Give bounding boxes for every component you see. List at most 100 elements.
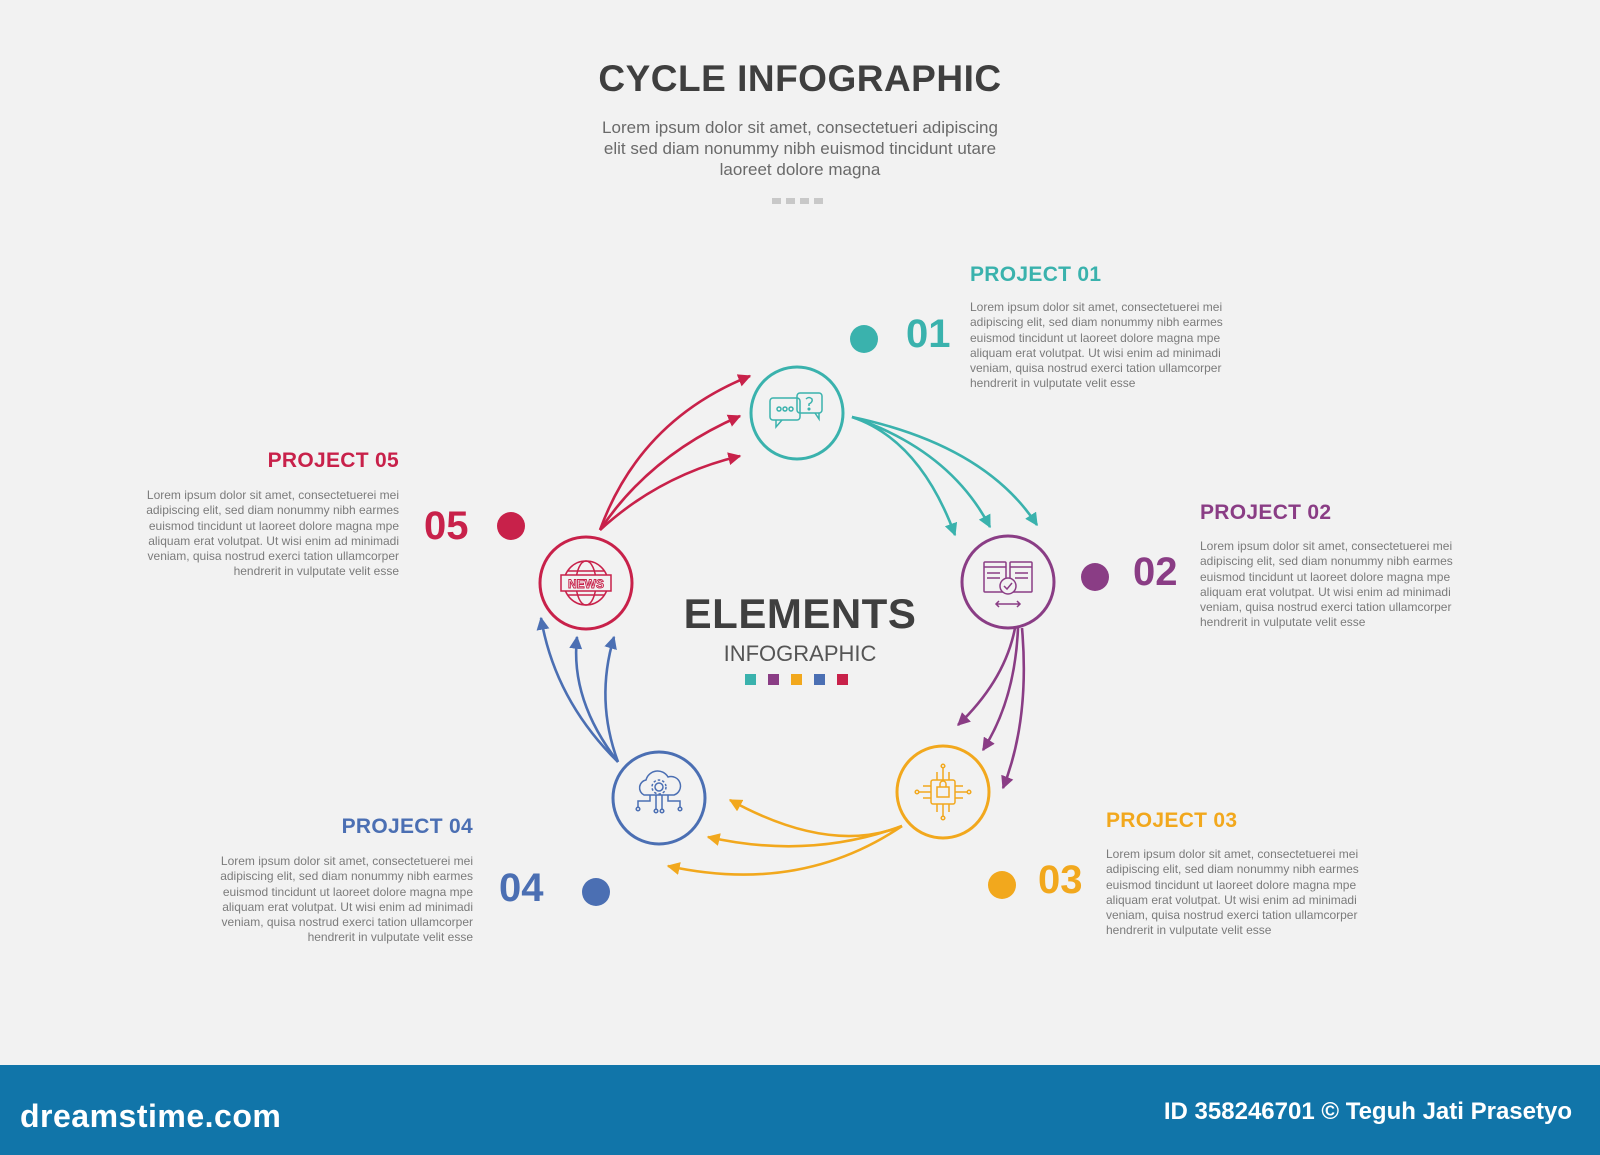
color-swatch-p3 <box>791 674 802 685</box>
arrow-4-to-5 <box>569 635 620 763</box>
cycle-node-3 <box>895 744 991 840</box>
color-swatch-p4 <box>814 674 825 685</box>
title-divider-dash <box>786 198 795 204</box>
desc-line: Lorem ipsum dolor sit amet, consectetuer… <box>1200 539 1453 553</box>
color-swatch-p2 <box>768 674 779 685</box>
color-swatch-p5 <box>837 674 848 685</box>
arrow-3-to-4 <box>706 824 903 848</box>
desc-line: aliquam erat volutpat. Ut wisi enim ad m… <box>970 345 1221 360</box>
arrow-4-to-5 <box>536 616 619 763</box>
desc-line: veniam, quisa nostrud exerci tation ulla… <box>147 549 399 564</box>
desc-line: veniam, quisa nostrud exerci tation ulla… <box>1106 908 1358 923</box>
arrow-5-to-1 <box>598 414 742 531</box>
arrow-5-to-1 <box>598 374 752 531</box>
number-dot-02 <box>1081 563 1109 591</box>
desc-line: euismod tincidunt ut laoreet dolore magn… <box>1106 877 1357 892</box>
number-dot-01 <box>850 325 878 353</box>
subtitle-line: laoreet dolore magna <box>719 160 881 179</box>
desc-line: adipiscing elit, sed diam nonummy nibh e… <box>970 315 1223 330</box>
arrow-1-to-2 <box>851 415 958 537</box>
cycle-node-5: NEWS <box>538 535 634 631</box>
color-swatch-p1 <box>745 674 756 685</box>
desc-line: Lorem ipsum dolor sit amet, consectetuer… <box>1106 847 1359 861</box>
page-subtitle: Lorem ipsum dolor sit amet, consectetuer… <box>580 117 1020 180</box>
desc-line: aliquam erat volutpat. Ut wisi enim ad m… <box>148 533 399 548</box>
desc-line: Lorem ipsum dolor sit amet, consectetuer… <box>220 854 473 868</box>
arrow-2-to-3 <box>981 627 1020 752</box>
step-number-03: 03 <box>1038 858 1083 902</box>
desc-line: euismod tincidunt ut laoreet dolore magn… <box>222 884 473 899</box>
desc-line: euismod tincidunt ut laoreet dolore magn… <box>970 330 1221 345</box>
desc-line: adipiscing elit, sed diam nonummy nibh e… <box>220 869 473 884</box>
globe-news-icon: NEWS <box>560 560 612 606</box>
desc-line: Lorem ipsum dolor sit amet, consectetuer… <box>970 300 1223 314</box>
number-dot-05 <box>497 512 525 540</box>
desc-line: veniam, quisa nostrud exerci tation ulla… <box>970 361 1222 376</box>
step-number-04: 04 <box>499 866 544 910</box>
desc-line: hendrerit in vulputate velit esse <box>307 930 473 945</box>
project-desc-03: Lorem ipsum dolor sit amet, consectetuer… <box>1106 847 1386 939</box>
desc-line: adipiscing elit, sed diam nonummy nibh e… <box>1200 554 1453 569</box>
project-desc-05: Lorem ipsum dolor sit amet, consectetuer… <box>119 488 399 580</box>
subtitle-line: elit sed diam nonummy nibh euismod tinci… <box>603 139 997 158</box>
title-divider-dash <box>814 198 823 204</box>
project-title-02: PROJECT 02 <box>1200 501 1332 524</box>
footer-credit: ID 358246701 © Teguh Jati Prasetyo <box>1163 1098 1572 1125</box>
news-icon-text: NEWS <box>568 577 604 591</box>
desc-line: veniam, quisa nostrud exerci tation ulla… <box>221 915 473 930</box>
arrow-group-1-to-2 <box>851 415 1039 537</box>
project-title-01: PROJECT 01 <box>970 263 1102 286</box>
cloud-gear-icon <box>635 770 683 814</box>
desc-line: aliquam erat volutpat. Ut wisi enim ad m… <box>222 899 473 914</box>
cycle-node-4 <box>611 750 707 846</box>
circuit-chip-icon <box>914 763 972 821</box>
footer-bar <box>0 1065 1600 1155</box>
desc-line: adipiscing elit, sed diam nonummy nibh e… <box>146 503 399 518</box>
center-subtitle: INFOGRAPHIC <box>723 641 877 666</box>
number-dot-03 <box>988 871 1016 899</box>
desc-line: hendrerit in vulputate velit esse <box>233 564 399 579</box>
number-dot-04 <box>582 878 610 906</box>
arrow-group-4-to-5 <box>536 616 620 763</box>
desc-line: aliquam erat volutpat. Ut wisi enim ad m… <box>1106 892 1357 907</box>
desc-line: euismod tincidunt ut laoreet dolore magn… <box>148 518 399 533</box>
project-desc-04: Lorem ipsum dolor sit amet, consectetuer… <box>193 854 473 946</box>
desc-line: veniam, quisa nostrud exerci tation ulla… <box>1200 600 1452 615</box>
cycle-node-2 <box>960 534 1056 630</box>
subtitle-line: Lorem ipsum dolor sit amet, consectetuer… <box>602 118 998 137</box>
arrow-1-to-2 <box>851 415 992 529</box>
desc-line: Lorem ipsum dolor sit amet, consectetuer… <box>146 488 399 502</box>
project-title-05: PROJECT 05 <box>267 449 399 472</box>
arrow-group-5-to-1 <box>598 374 752 531</box>
step-number-02: 02 <box>1133 550 1178 594</box>
desc-line: hendrerit in vulputate velit esse <box>970 376 1136 391</box>
arrow-2-to-3 <box>1001 627 1026 790</box>
desc-line: aliquam erat volutpat. Ut wisi enim ad m… <box>1200 584 1451 599</box>
step-number-01: 01 <box>906 312 951 356</box>
desc-line: hendrerit in vulputate velit esse <box>1200 615 1366 630</box>
step-number-05: 05 <box>424 504 469 548</box>
project-title-03: PROJECT 03 <box>1106 809 1238 832</box>
footer-logo[interactable]: dreamstime.com <box>20 1098 282 1134</box>
arrow-3-to-4 <box>728 798 903 838</box>
title-divider-dash <box>772 198 781 204</box>
page-title: CYCLE INFOGRAPHIC <box>598 58 1002 99</box>
title-divider-dash <box>800 198 809 204</box>
arrow-3-to-4 <box>666 824 903 876</box>
chat-bubbles-icon <box>769 392 823 430</box>
arrow-group-2-to-3 <box>957 627 1026 790</box>
desc-line: adipiscing elit, sed diam nonummy nibh e… <box>1106 862 1359 877</box>
browser-windows-icon <box>983 561 1033 608</box>
desc-line: hendrerit in vulputate velit esse <box>1106 923 1272 938</box>
arrow-2-to-3 <box>957 627 1017 726</box>
center-title: ELEMENTS <box>683 590 917 637</box>
desc-line: euismod tincidunt ut laoreet dolore magn… <box>1200 569 1451 584</box>
project-title-04: PROJECT 04 <box>341 815 473 838</box>
project-desc-01: Lorem ipsum dolor sit amet, consectetuer… <box>970 300 1250 392</box>
arrow-5-to-1 <box>599 452 742 531</box>
arrow-1-to-2 <box>851 415 1039 527</box>
arrow-group-3-to-4 <box>666 798 903 876</box>
arrow-4-to-5 <box>604 635 620 763</box>
project-desc-02: Lorem ipsum dolor sit amet, consectetuer… <box>1200 539 1480 631</box>
